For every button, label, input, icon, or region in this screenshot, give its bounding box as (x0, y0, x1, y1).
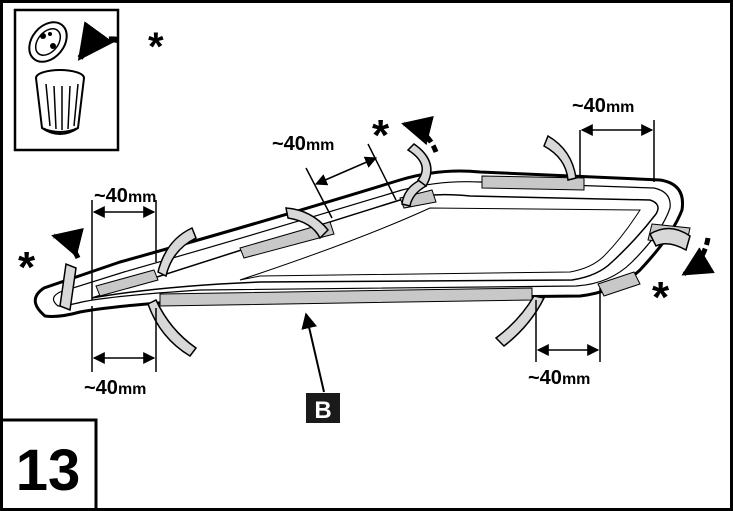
curved-arrow-icon (681, 237, 715, 277)
curved-arrow-icon (401, 116, 439, 153)
dimension-label: ~40mm (94, 185, 156, 207)
svg-text:~40mm: ~40mm (528, 367, 590, 389)
part-label-box: B (306, 393, 340, 424)
dimension-label: ~40mm (84, 377, 146, 399)
dimension-label: ~40mm (272, 133, 334, 155)
part-b-leader-arrow (301, 312, 325, 393)
curved-arrow-icon (51, 228, 84, 260)
svg-text:~40mm: ~40mm (572, 95, 634, 117)
asterisk-icon: * (652, 273, 670, 322)
asterisk-icon: * (18, 243, 36, 292)
curved-arrow-icon (77, 21, 119, 61)
waste-bin-icon (28, 21, 85, 135)
dimension-lines (91, 120, 655, 372)
dimension-label: ~40mm (528, 367, 590, 389)
step-number-box: 13 (1, 418, 98, 510)
svg-text:~40mm: ~40mm (84, 377, 146, 399)
peel-flaps (59, 134, 691, 357)
svg-text:~40mm: ~40mm (94, 185, 156, 207)
asterisk-icon: * (372, 111, 390, 160)
part-label: B (314, 397, 331, 424)
svg-text:~40mm: ~40mm (272, 133, 334, 155)
asterisk-icon: * (148, 25, 164, 69)
dimension-label: ~40mm (572, 95, 634, 117)
inset-waste-bin (13, 8, 120, 152)
step-number: 13 (16, 438, 81, 503)
